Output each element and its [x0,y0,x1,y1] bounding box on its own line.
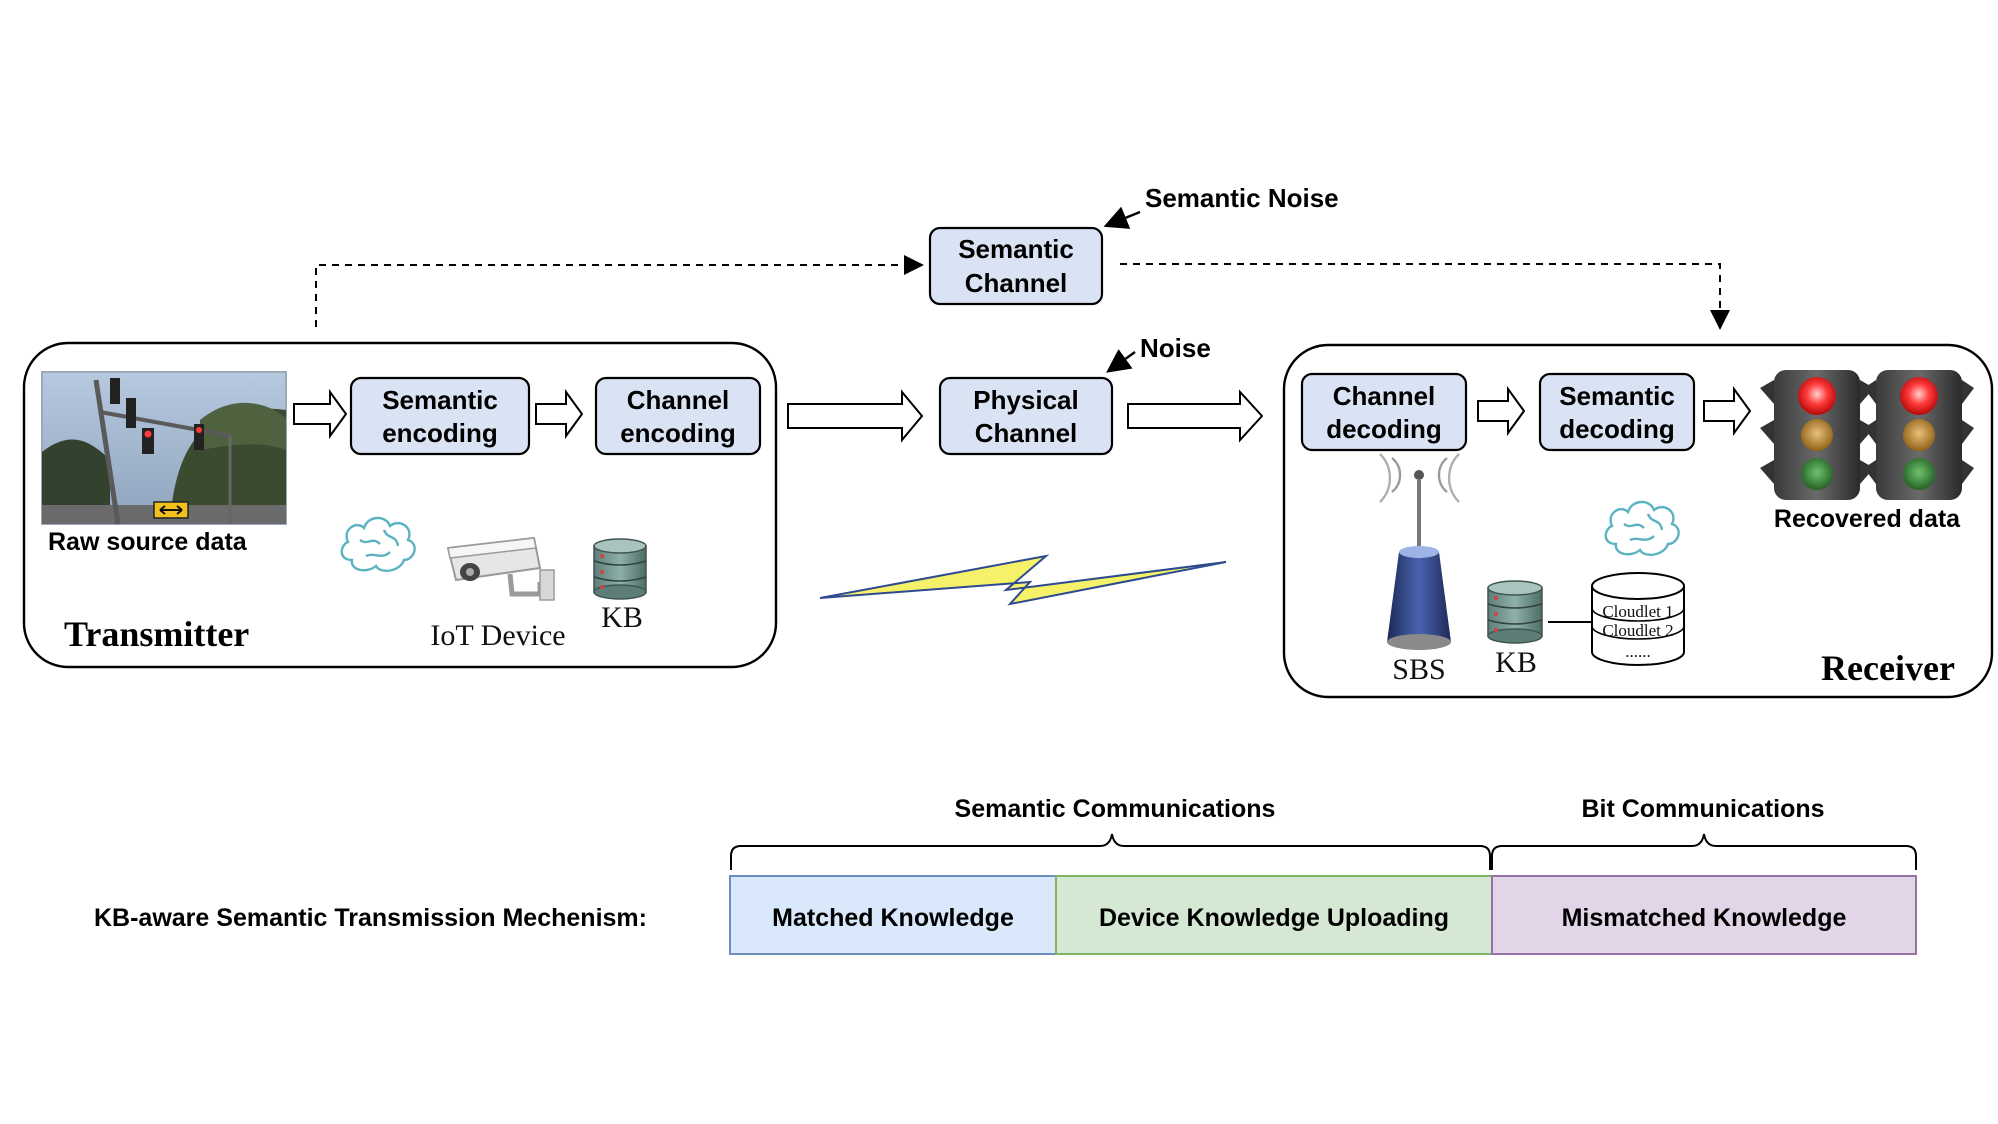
transmission-mechanism: Semantic Communications Bit Communicatio… [94,795,1917,955]
svg-text:Channel: Channel [975,418,1078,448]
svg-text:IoT Device: IoT Device [430,619,565,652]
traffic-light-icon [1760,370,1874,500]
sbs-antenna-icon [1379,453,1460,650]
receiver-panel: Channel decoding Semantic decoding Recov… [1282,343,1994,699]
svg-text:Semantic Communications: Semantic Communications [955,795,1276,823]
svg-text:Semantic Noise: Semantic Noise [1145,183,1339,213]
brain-icon [1604,500,1680,556]
svg-text:KB-aware Semantic Transmission: KB-aware Semantic Transmission Mechenism… [94,904,647,932]
svg-text:Channel: Channel [1333,381,1436,411]
svg-text:Raw source data: Raw source data [48,528,248,556]
svg-text:Mismatched Knowledge: Mismatched Knowledge [1562,904,1847,932]
svg-text:decoding: decoding [1326,414,1442,444]
svg-text:Semantic: Semantic [958,234,1074,264]
svg-text:Physical: Physical [973,385,1079,415]
svg-text:Matched Knowledge: Matched Knowledge [772,904,1014,932]
traffic-light-icon [1864,370,1974,500]
svg-text:KB: KB [601,601,643,634]
semantic-encoding-block: Semantic encoding [349,376,531,456]
svg-text:KB: KB [1495,646,1537,679]
svg-text:Receiver: Receiver [1821,648,1955,688]
kb-database-icon [593,538,647,600]
semantic-noise: Semantic Noise [1103,183,1339,229]
svg-text:Transmitter: Transmitter [64,614,249,654]
transmitter-panel: Raw source data Semantic encoding Channe… [22,341,778,669]
svg-text:encoding: encoding [382,418,498,448]
physical-channel-area: Noise Physical Channel [787,333,1264,606]
svg-text:Semantic: Semantic [1559,381,1675,411]
svg-text:Recovered data: Recovered data [1774,505,1961,533]
svg-text:Channel: Channel [627,385,730,415]
iot-camera-icon [446,536,555,601]
svg-text:encoding: encoding [620,418,736,448]
segment-mismatched-knowledge: Mismatched Knowledge [1491,875,1917,955]
segment-matched-knowledge: Matched Knowledge [729,875,1057,955]
svg-text:Semantic: Semantic [382,385,498,415]
kb-database-icon [1487,580,1543,644]
svg-text:Cloudlet 2: Cloudlet 2 [1602,621,1673,640]
semantic-channel-block: Semantic Channel [928,226,1104,306]
semantic-path [315,255,1730,330]
semantic-decoding-block: Semantic decoding [1538,372,1696,452]
channel-encoding-block: Channel encoding [594,376,762,456]
svg-text:......: ...... [1625,642,1651,661]
svg-text:Device Knowledge Uploading: Device Knowledge Uploading [1099,904,1449,932]
svg-text:decoding: decoding [1559,414,1675,444]
svg-text:SBS: SBS [1392,653,1445,686]
svg-text:Bit Communications: Bit Communications [1581,795,1824,823]
cloudlet-storage-icon: Cloudlet 1 Cloudlet 2 ...... [1591,572,1685,666]
channel-decoding-block: Channel decoding [1300,372,1468,452]
svg-text:Noise: Noise [1140,333,1211,363]
physical-channel-block: Physical Channel [938,376,1114,456]
raw-source-image [41,371,287,525]
segment-device-knowledge-uploading: Device Knowledge Uploading [1055,875,1493,955]
svg-text:Cloudlet 1: Cloudlet 1 [1602,602,1673,621]
svg-text:Channel: Channel [965,268,1068,298]
brain-icon [340,516,416,572]
wireless-signal-icon [819,554,1227,606]
